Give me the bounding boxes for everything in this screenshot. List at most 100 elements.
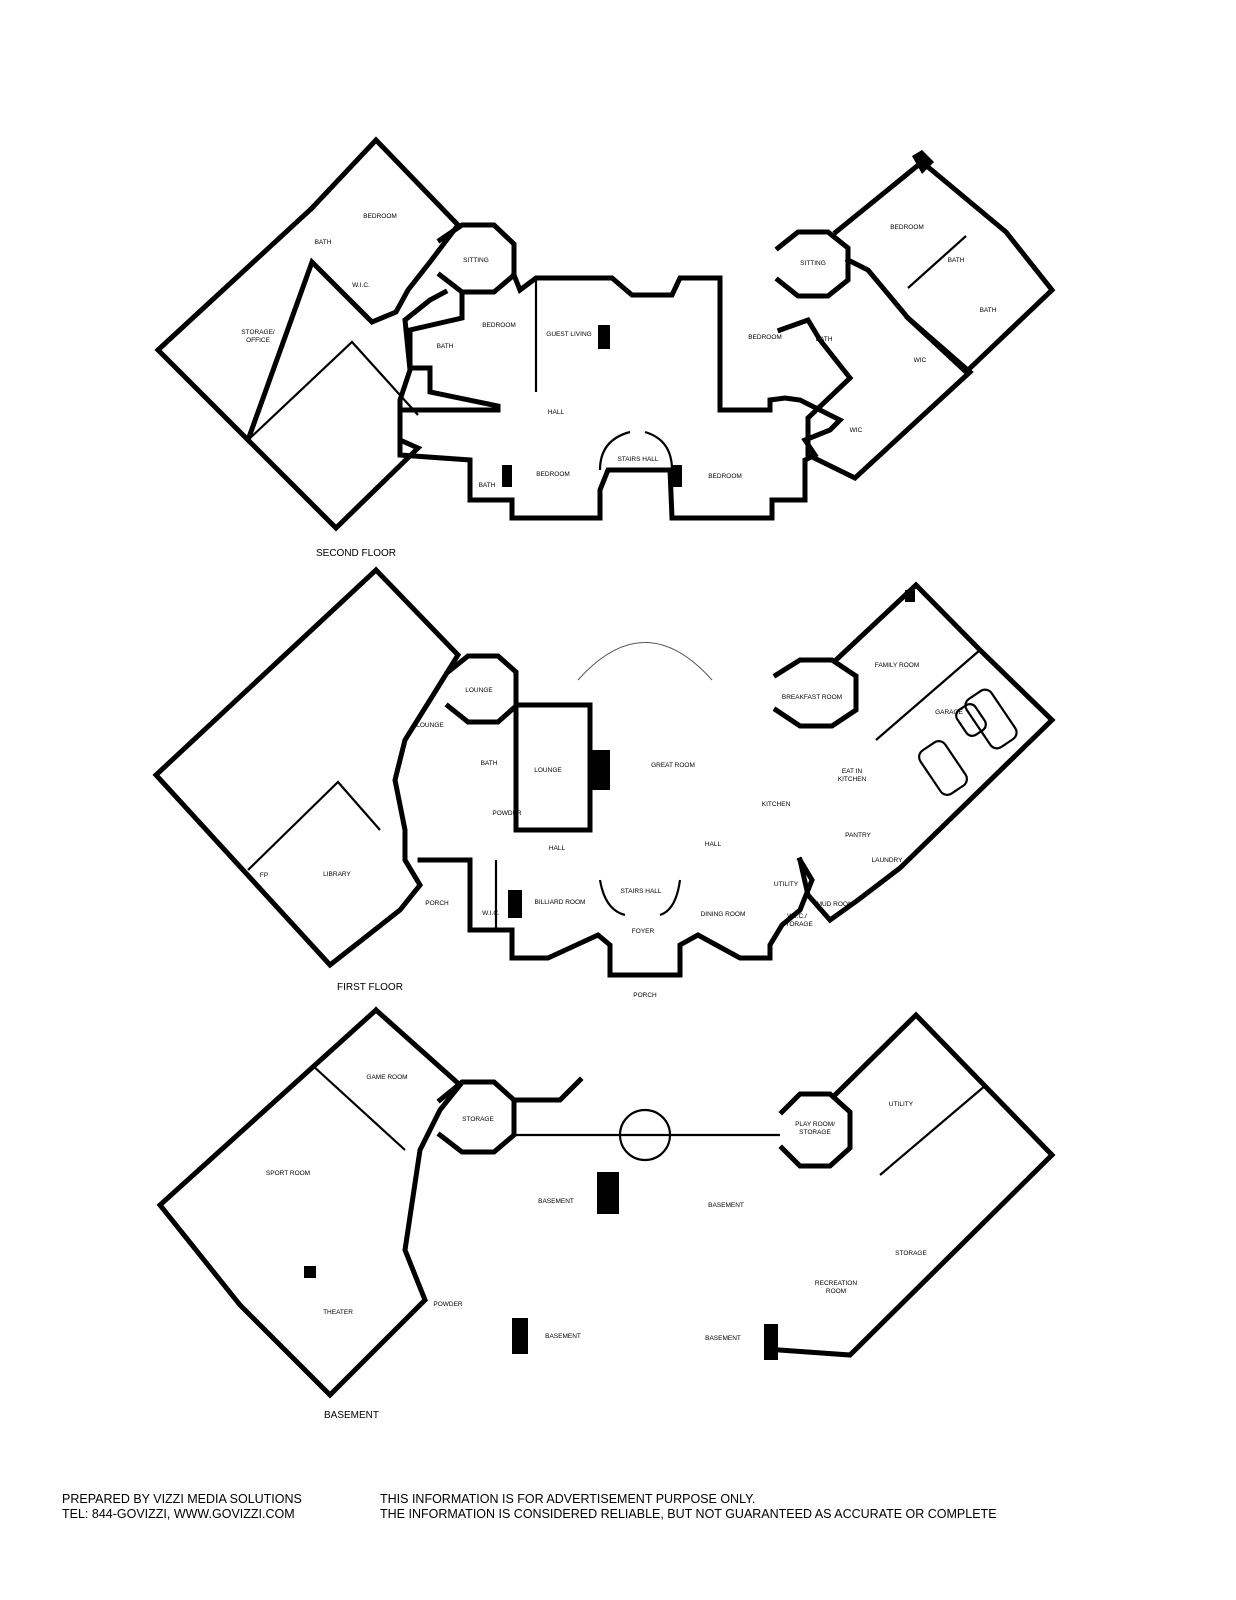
room-label: LOUNGE [416,722,444,729]
room-label: KITCHEN [762,801,791,808]
basement-left-wing-walls [156,1006,464,1399]
room-label: BILLIARD ROOM [535,899,586,906]
room-label: BEDROOM [482,322,516,329]
second-floor-fireplace-left [598,325,610,349]
basement-plan [156,1006,1056,1399]
basement-left-storage-walls [436,1079,517,1155]
room-label: STORAGE/OFFICE [241,329,275,344]
basement-theater-column [304,1266,316,1278]
room-label: GREAT ROOM [651,762,695,769]
first-floor-left-inner-walls [247,780,381,871]
second-floor-left-wing-walls [245,136,462,532]
room-label: FOYER [632,928,655,935]
room-label: PLAY ROOM/STORAGE [795,1121,835,1136]
room-label: HALL [548,409,565,416]
footer-credits: PREPARED BY VIZZI MEDIA SOLUTIONS TEL: 8… [62,1492,302,1522]
first-floor-labels: LOUNGE LOUNGE BATH POWDER LOUNGE GREAT R… [260,662,964,999]
room-label: WIC [850,427,863,434]
room-label: SITTING [800,260,826,267]
room-label: GUEST LIVING [546,331,591,338]
second-floor-central-walls [397,271,845,521]
first-floor-fireplace-billiard [508,890,522,918]
first-floor-fireplace-family [905,590,915,602]
second-floor-title: SECOND FLOOR [316,548,396,559]
first-floor-porch-arc [577,642,713,681]
first-floor-left-lounge-walls [444,653,519,725]
room-label: BASEMENT [705,1335,741,1342]
second-floor-chimney-right [672,465,682,487]
room-label: BEDROOM [708,473,742,480]
room-label: BREAKFAST ROOM [782,694,842,701]
room-label: POWDER [433,1301,463,1308]
room-label: MUD ROOM [817,901,854,908]
room-label: LOUNGE [465,687,493,694]
first-floor-central-walls [513,702,593,833]
basement-right-inner-walls [879,1084,987,1176]
footer-disclaimer-line-2: THE INFORMATION IS CONSIDERED RELIABLE, … [380,1507,997,1521]
room-label: HALL [705,841,722,848]
room-label: BATH [816,336,833,343]
room-label: BEDROOM [890,224,924,231]
room-label: THEATER [323,1309,353,1316]
room-label: POWDER [492,810,522,817]
second-floor-right-lower-walls [776,314,974,481]
first-floor-plan [152,566,1056,978]
room-label: STORAGE [895,1250,927,1257]
first-floor-right-wing-walls [797,581,1056,924]
room-label: W.I.C. [352,282,370,289]
basement-title: BASEMENT [324,1410,379,1421]
first-floor-right-inner-walls [875,649,981,741]
second-floor-left-sitting-walls [436,222,517,295]
room-label: SITTING [463,257,489,264]
footer-disclaimer-line-1: THIS INFORMATION IS FOR ADVERTISEMENT PU… [380,1492,756,1506]
room-label: LIBRARY [323,871,351,878]
room-label: BATH [481,760,498,767]
room-label: BEDROOM [536,471,570,478]
garage-car-2 [918,740,968,796]
first-floor-title: FIRST FLOOR [337,982,403,993]
second-floor-labels: BEDROOM BATH W.I.C. SITTING STORAGE/OFFI… [241,213,996,559]
room-label: UTILITY [774,881,799,888]
second-floor-right-wing-walls [832,158,1056,376]
first-floor-lower-walls [417,856,815,978]
basement-left-inner-walls [311,1064,406,1151]
room-label: BATH [980,307,997,314]
room-label: W.I.C./STORAGE [781,913,813,928]
basement-column-center [597,1172,619,1214]
room-label: PORCH [633,992,657,999]
second-floor-right-bay-fill [912,150,934,174]
second-floor-left-inner-walls [247,340,419,441]
room-label: BEDROOM [748,334,782,341]
footer-contact: TEL: 844-GOVIZZI, WWW.GOVIZZI.COM [62,1507,295,1521]
room-label: STAIRS HALL [617,456,658,463]
basement-column-right [764,1324,778,1360]
basement-column-left [512,1318,528,1354]
room-label: STORAGE [462,1116,494,1123]
first-floor-foyer-stairs [598,879,682,917]
room-label: BATH [437,343,454,350]
room-label: BASEMENT [545,1333,581,1340]
room-label: WIC [914,357,927,364]
room-label: LAUNDRY [872,857,904,864]
room-label: W.I.C. [482,910,500,917]
room-label: SPORT ROOM [266,1170,310,1177]
room-label: BASEMENT [708,1202,744,1209]
room-label: UTILITY [889,1101,914,1108]
basement-rotunda [618,1108,672,1162]
basement-right-playroom-walls [778,1091,853,1169]
basement-right-wing-walls [777,1011,1056,1358]
footer-disclaimer: THIS INFORMATION IS FOR ADVERTISEMENT PU… [380,1492,997,1522]
room-label: DINING ROOM [701,911,746,918]
garage-car-3 [955,703,987,737]
room-label: BATH [315,239,332,246]
first-floor-left-wing-walls [152,566,462,969]
room-label: STAIRS HALL [620,888,661,895]
room-label: BASEMENT [538,1198,574,1205]
garage-car-1 [964,688,1018,750]
second-floor-stairs [598,430,674,471]
second-floor-right-sitting-walls [774,229,851,299]
room-label: LOUNGE [534,767,562,774]
